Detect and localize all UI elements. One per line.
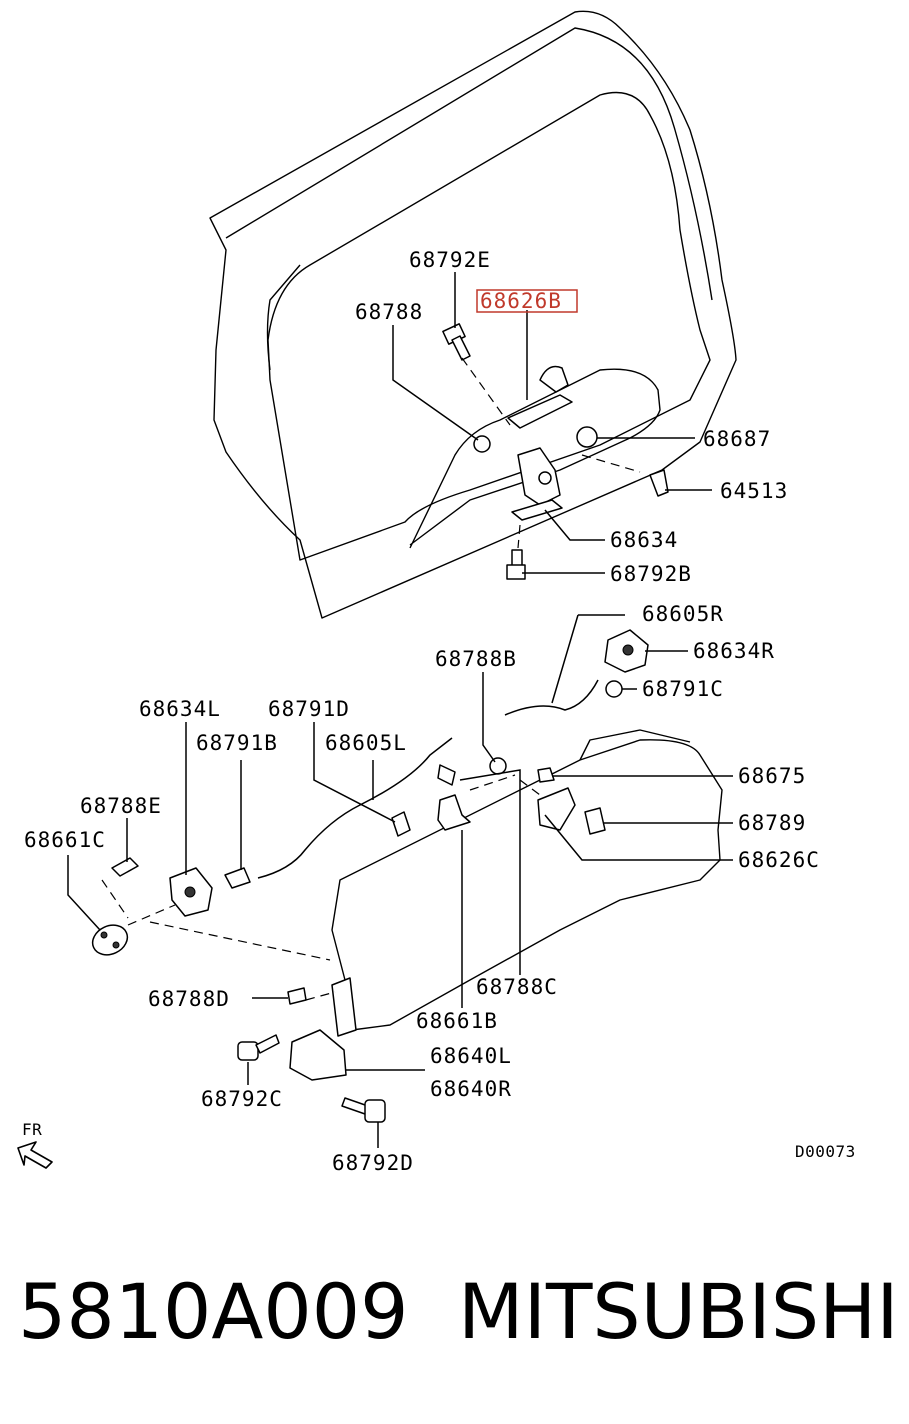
latch-68634 <box>511 447 563 521</box>
part-number: 5810A009 <box>18 1267 409 1356</box>
screw-68788C <box>437 764 456 786</box>
handle-68626C <box>537 787 576 831</box>
label-68788E: 68788E <box>80 794 162 818</box>
label-68634R: 68634R <box>693 639 775 663</box>
label-68791B: 68791B <box>196 731 278 755</box>
label-68605L: 68605L <box>325 731 407 755</box>
parts-diagram: 68792E 68788 68626B 68687 64513 68634 68… <box>17 10 856 1175</box>
cable-68605R <box>504 679 599 716</box>
label-68661B: 68661B <box>416 1009 498 1033</box>
leader-lines <box>67 272 733 1148</box>
label-68792C: 68792C <box>201 1087 283 1111</box>
door-panel <box>331 729 723 1031</box>
upper-parts <box>442 323 669 580</box>
direction-label: FR <box>22 1120 42 1139</box>
label-68792E: 68792E <box>409 248 491 272</box>
screw-68788D <box>287 987 307 1005</box>
label-68640R: 68640R <box>430 1077 512 1101</box>
label-68788: 68788 <box>355 300 423 324</box>
latch-68634L <box>169 867 213 917</box>
label-68788B: 68788B <box>435 647 517 671</box>
bolt-68792E <box>442 323 471 361</box>
bolt-68792B <box>506 549 526 580</box>
front-direction-indicator: FR <box>17 1120 53 1169</box>
spacer-68675 <box>537 767 555 783</box>
label-68788C: 68788C <box>476 975 558 999</box>
lower-parts <box>91 629 649 1123</box>
clip-64513 <box>649 469 669 497</box>
label-68661C: 68661C <box>24 828 106 852</box>
label-68626C: 68626C <box>738 848 820 872</box>
label-68791D: 68791D <box>268 697 350 721</box>
label-68791C: 68791C <box>642 677 724 701</box>
bumper-68687 <box>576 426 598 448</box>
grommet-68789 <box>584 807 606 835</box>
label-64513: 64513 <box>720 479 788 503</box>
latch-68634R <box>604 629 649 673</box>
handle-68626B <box>507 365 573 429</box>
screw-68788E <box>111 857 139 877</box>
clip-68791C <box>605 680 623 698</box>
label-68605R: 68605R <box>642 602 724 626</box>
caption: 5810A009 MITSUBISHI <box>0 1262 909 1402</box>
clip-68788B <box>489 757 507 775</box>
label-68634L: 68634L <box>139 697 221 721</box>
label-68792D: 68792D <box>332 1151 414 1175</box>
striker-68661C <box>91 924 129 956</box>
label-68788D: 68788D <box>148 987 230 1011</box>
hinge-68640 <box>289 977 357 1081</box>
brand-name: MITSUBISHI <box>458 1267 899 1356</box>
bolt-68792D <box>341 1097 386 1123</box>
bolt-68792C <box>237 1034 280 1061</box>
highlight-box <box>476 289 578 313</box>
drawing-code: D00073 <box>795 1142 856 1161</box>
clip-68791D <box>391 811 411 837</box>
label-68626B: 68626B <box>480 289 562 313</box>
label-68640L: 68640L <box>430 1044 512 1068</box>
callout-labels: 68792E 68788 68626B 68687 64513 68634 68… <box>24 248 820 1175</box>
arrow-icon <box>17 1141 53 1169</box>
label-68675: 68675 <box>738 764 806 788</box>
cable-68605L <box>257 737 453 879</box>
bracket-68661B <box>437 794 471 831</box>
tailgate-outline <box>209 10 737 619</box>
clip-68791B <box>224 867 251 889</box>
label-68792B: 68792B <box>610 562 692 586</box>
label-68634: 68634 <box>610 528 678 552</box>
label-68789: 68789 <box>738 811 806 835</box>
label-68687: 68687 <box>703 427 771 451</box>
